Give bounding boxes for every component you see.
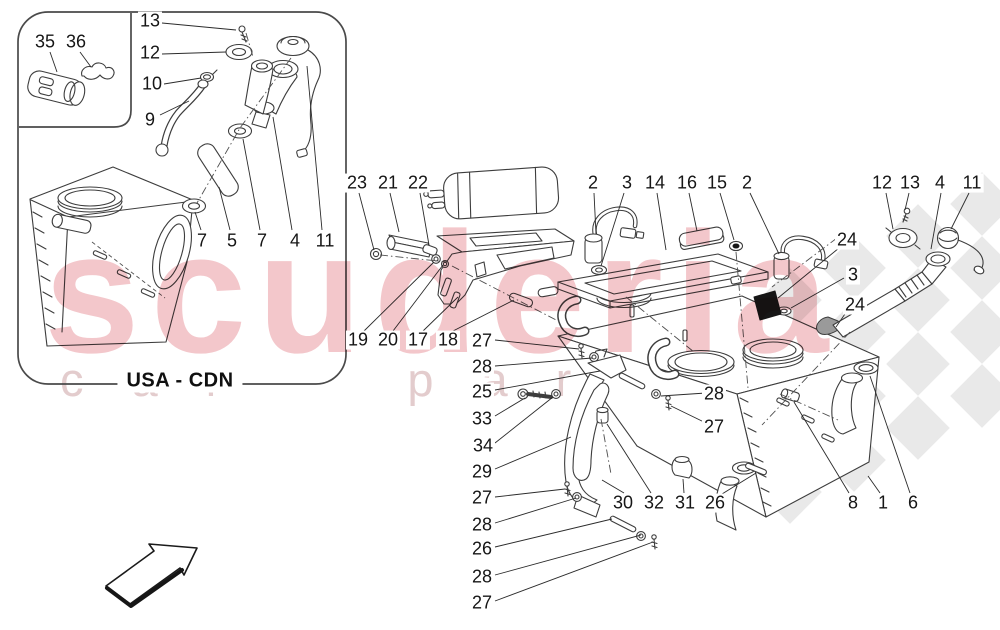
nut [369,247,383,261]
canister-bracket [369,228,575,309]
callout-24: 24 [834,229,860,250]
foam-pad [678,226,725,250]
grommet [728,240,744,252]
tank-face-hatch [92,250,156,298]
callout-7: 7 [194,230,210,251]
callout-36: 36 [63,31,89,52]
small-screw [578,343,585,359]
callout-31: 31 [672,492,698,513]
callout-17: 17 [405,329,431,350]
callout-24: 24 [842,294,868,315]
callout-28: 28 [701,383,727,404]
callout-25: 25 [469,381,495,402]
callout-35: 35 [32,31,58,52]
callout-2: 2 [739,172,755,193]
callout-27: 27 [469,592,495,613]
callout-15: 15 [704,172,730,193]
callout-16: 16 [674,172,700,193]
callout-28: 28 [469,514,495,535]
callout-11: 11 [313,230,337,251]
callout-27: 27 [469,487,495,508]
small-screw [665,395,672,411]
tie-rod [745,462,767,476]
callout-26: 26 [702,492,728,513]
callout-29: 29 [469,461,495,482]
callout-8: 8 [845,492,861,513]
callout-5: 5 [224,230,240,251]
seal-washer-left [590,265,608,275]
axis-lines [91,32,851,475]
callout-34: 34 [470,435,496,456]
rollover-valve [27,70,86,106]
tank-cover-plate [537,253,769,309]
callout-10: 10 [139,73,165,94]
fuel-tank-body [557,295,880,531]
callout-27: 27 [701,416,727,437]
callout-3: 3 [619,172,635,193]
ring-screw [902,207,911,223]
cam-lock-ring [885,227,921,250]
leader-lines [49,22,970,602]
tie-rod [609,515,637,533]
callout-21: 21 [375,172,401,193]
callout-28: 28 [469,566,495,587]
filler-well [831,376,863,435]
callout-19: 19 [345,329,371,350]
callout-9: 9 [142,109,158,130]
direction-arrow-icon [105,543,198,608]
callout-27: 27 [469,330,495,351]
callout-11: 11 [960,172,984,193]
spacer-pin [422,244,438,256]
callout-4: 4 [287,230,303,251]
carbon-canister [423,166,560,220]
callout-28: 28 [469,356,495,377]
fuel-cap [936,226,985,275]
callout-6: 6 [905,492,921,513]
callout-32: 32 [641,492,667,513]
callout-26: 26 [469,538,495,559]
callout-4: 4 [932,172,948,193]
fuel-sensor-right [773,235,829,280]
callout-13: 13 [137,10,163,31]
heat-pad [753,290,782,321]
tie-rod [618,372,646,390]
callout-30: 30 [610,492,636,513]
strap-bracket [587,354,627,379]
callout-7: 7 [254,230,270,251]
callout-1: 1 [875,492,891,513]
callout-22: 22 [405,172,431,193]
filler-gasket [853,361,879,375]
region-label-usa-cdn: USA - CDN [117,369,243,393]
callout-18: 18 [435,329,461,350]
filler-pipe [816,251,951,338]
callout-3: 3 [845,264,861,285]
small-screw [564,481,571,497]
callout-13: 13 [897,172,923,193]
callout-33: 33 [469,408,495,429]
callout-12: 12 [137,42,163,63]
callout-20: 20 [375,329,401,350]
callout-14: 14 [642,172,668,193]
inset-filler-assembly [155,25,321,214]
rubber-bumper [671,458,693,479]
callout-2: 2 [585,172,601,193]
tank-strap [517,343,767,550]
callout-12: 12 [869,172,895,193]
watermark-brand: scuderia [44,197,840,389]
callout-23: 23 [344,172,370,193]
